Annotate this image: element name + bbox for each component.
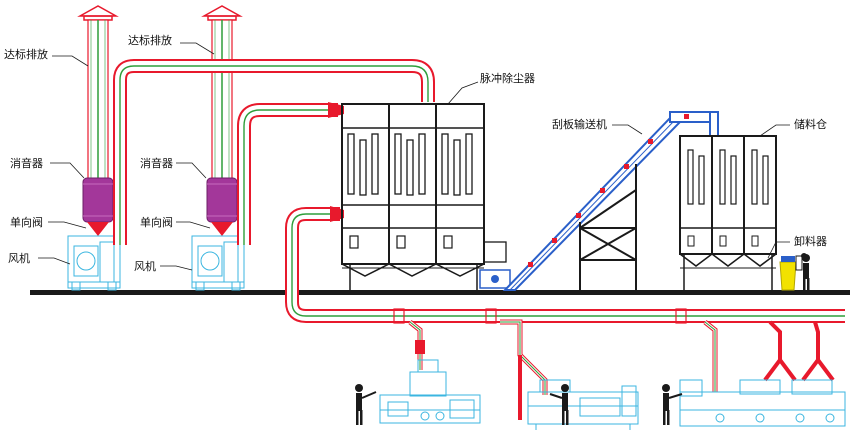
pulse-dust-collector xyxy=(342,104,506,290)
label-stack-left: 达标排放 xyxy=(4,47,48,61)
worker-figure-1 xyxy=(355,384,376,425)
label-stack-right: 达标排放 xyxy=(128,33,172,47)
worker-figure-4 xyxy=(802,254,810,290)
check-valve-left xyxy=(87,222,109,236)
storage-silo xyxy=(680,136,776,290)
exhaust-stack-left xyxy=(80,6,116,180)
label-check-valve-left: 单向阀 xyxy=(10,215,43,229)
label-muffler-right: 消音器 xyxy=(140,156,173,170)
collector-screw-outlet xyxy=(480,270,510,288)
label-fan-right: 风机 xyxy=(134,259,156,273)
label-check-valve-right: 单向阀 xyxy=(140,215,173,229)
label-discharger: 卸料器 xyxy=(794,234,827,248)
check-valve-right xyxy=(211,222,233,236)
fan-left xyxy=(68,236,120,290)
production-machine-1 xyxy=(380,360,480,423)
label-fan-left: 风机 xyxy=(8,251,30,265)
ground-line xyxy=(30,290,850,295)
label-muffler-left: 消音器 xyxy=(10,156,43,170)
exhaust-stack-right xyxy=(204,6,240,180)
label-dust-collector: 脉冲除尘器 xyxy=(480,71,535,85)
branch-duct-2 xyxy=(500,322,545,420)
worker-figure-3 xyxy=(662,384,682,425)
branch-duct-3 xyxy=(705,322,833,392)
fan-right xyxy=(192,236,244,290)
muffler-left xyxy=(83,178,113,222)
muffler-right xyxy=(207,178,237,222)
scraper-conveyor xyxy=(505,112,718,290)
label-silo: 储料仓 xyxy=(794,117,827,131)
production-machine-3 xyxy=(680,380,845,426)
label-conveyor: 刮板输送机 xyxy=(552,117,607,131)
worker-figure-2 xyxy=(550,384,569,425)
